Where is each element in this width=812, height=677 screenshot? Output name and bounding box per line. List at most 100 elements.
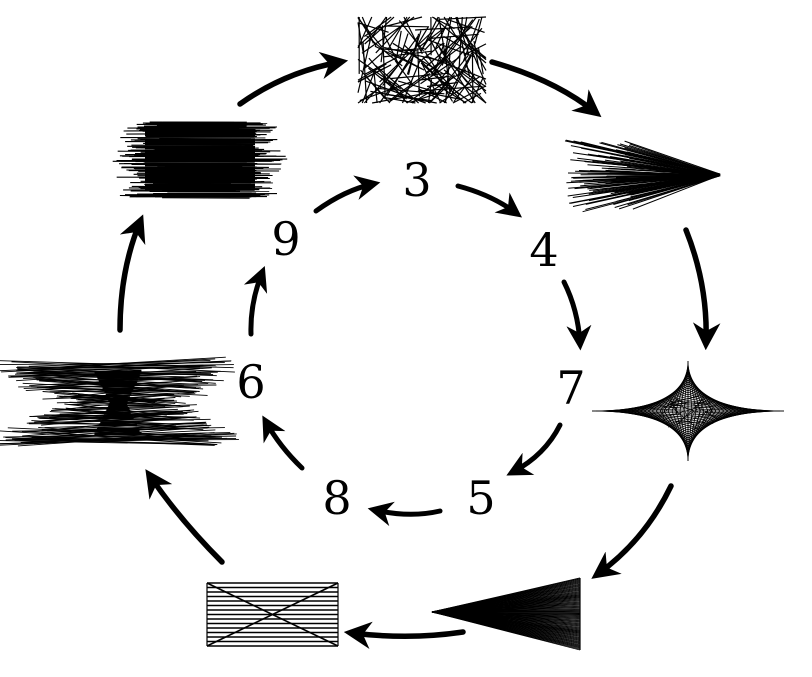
glyph-stroke (399, 33, 409, 59)
glyph-stroke (98, 378, 138, 381)
glyph-stroke (683, 410, 689, 459)
glyph-stroke (109, 401, 127, 404)
glyph-stroke (392, 42, 444, 75)
inner-arrow-8-6 (262, 415, 305, 471)
glyph-stroke (668, 402, 699, 413)
cycle-label-6: 6 (236, 355, 265, 409)
glyph-stroke (28, 359, 211, 367)
hourglass-scribble-glyph (0, 356, 239, 447)
glyph-stroke (104, 412, 132, 416)
inner-arrow-6-9 (243, 266, 268, 337)
glyph-stroke (383, 46, 447, 63)
glyph-stroke (31, 437, 209, 442)
glyph-stroke (396, 30, 402, 58)
glyph-stroke (705, 405, 709, 414)
glyph-stroke (674, 400, 691, 406)
glyph-stroke (672, 420, 714, 424)
glyph-stroke (657, 399, 679, 419)
glyph-stroke (364, 56, 398, 75)
glyph-stroke (94, 431, 142, 435)
glyph-stroke (681, 404, 689, 419)
glyph-stroke (624, 154, 721, 175)
glyph-stroke (377, 16, 423, 29)
glyph-stroke (452, 85, 487, 104)
glyph-stroke (608, 175, 721, 183)
cycle-label-7: 7 (556, 361, 585, 415)
glyph-stroke (621, 169, 721, 175)
glyph-stroke (614, 175, 721, 208)
glyph-stroke (628, 145, 721, 176)
glyph-stroke (418, 85, 483, 92)
glyph-stroke (443, 49, 475, 104)
cycle-label-9: 9 (271, 212, 300, 266)
glyph-stroke (78, 398, 162, 406)
glyph-stroke (628, 175, 721, 194)
glyph-stroke (696, 398, 705, 423)
glyph-stroke (102, 415, 134, 418)
glyph-stroke (420, 62, 466, 104)
glyph-stroke (670, 401, 711, 405)
glyph-stroke (426, 81, 459, 88)
glyph-stroke (670, 405, 697, 429)
outer-arrow-3 (683, 227, 721, 351)
glyph-stroke (696, 407, 714, 431)
glyph-stroke (385, 25, 430, 28)
glyph-stroke (82, 394, 175, 404)
glyph-stroke (434, 16, 477, 74)
glyph-stroke (130, 195, 252, 198)
glyph-stroke (406, 30, 422, 75)
glyph-stroke (359, 81, 413, 102)
glyph-stroke (398, 20, 425, 52)
glyph-stroke (357, 63, 387, 81)
glyph-stroke (570, 174, 721, 204)
glyph-stroke (154, 126, 249, 129)
glyph-stroke (206, 582, 339, 647)
glyph-stroke (455, 34, 487, 61)
glyph-stroke (384, 96, 416, 104)
outer-arrow-7 (117, 214, 146, 333)
glyph-stroke (462, 92, 482, 104)
glyph-stroke (683, 363, 689, 412)
inner-arrow-3-4 (455, 183, 523, 218)
outer-cycle-arrows (117, 51, 721, 649)
glyph-stroke (443, 35, 466, 50)
glyph-stroke (108, 398, 128, 403)
glyph-stroke (474, 17, 483, 44)
glyph-stroke (432, 42, 445, 76)
glyph-stroke (0, 440, 217, 446)
glyph-stroke (364, 50, 385, 69)
glyph-stroke (691, 408, 714, 420)
glyph-stroke (582, 175, 721, 213)
glyph-stroke (418, 42, 444, 63)
glyph-stroke (624, 140, 721, 175)
glyph-stroke (436, 55, 469, 94)
outer-arrow-6 (145, 469, 225, 565)
glyph-stroke (361, 16, 415, 54)
glyph-stroke (381, 25, 386, 99)
glyph-stroke (0, 436, 223, 445)
glyph-stroke (96, 429, 140, 433)
cycle-label-5: 5 (466, 471, 495, 525)
glyph-stroke (455, 17, 487, 71)
glyph-stroke (97, 376, 139, 379)
glyph-stroke (463, 43, 487, 56)
glyph-stroke (377, 87, 445, 95)
glyph-stroke (365, 80, 426, 104)
glyph-stroke (107, 406, 129, 411)
glyph-stroke (357, 16, 373, 49)
glyph-stroke (1, 360, 232, 373)
glyph-stroke (375, 64, 419, 104)
glyph-stroke (362, 42, 368, 104)
glyph-stroke (421, 62, 442, 104)
tangled-lines-glyph (357, 16, 487, 104)
glyph-stroke (417, 48, 420, 97)
glyph-stroke (632, 174, 721, 210)
glyph-stroke (705, 395, 714, 415)
glyph-stroke (463, 16, 468, 32)
four-point-star-glyph (592, 361, 784, 461)
glyph-stroke (434, 16, 451, 50)
glyph-stroke (687, 363, 693, 412)
glyph-stroke (357, 17, 383, 48)
crossed-box-glyph (206, 582, 339, 647)
glyph-stroke (575, 174, 721, 182)
